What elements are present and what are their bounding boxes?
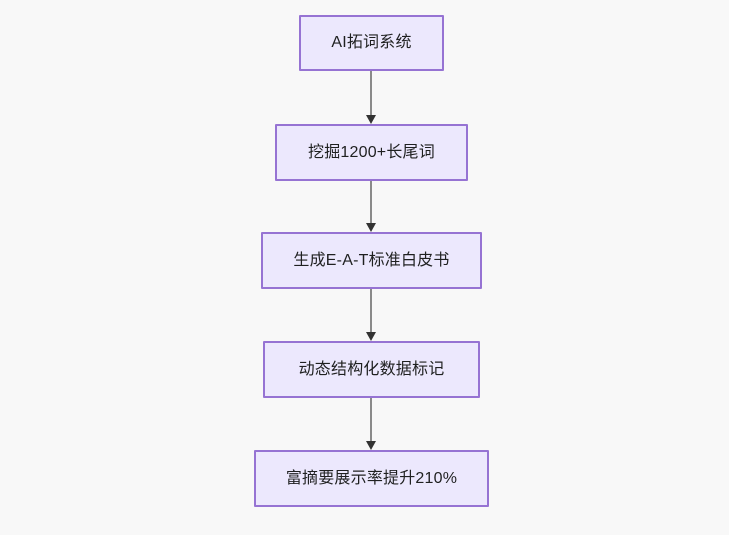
edge-arrowhead-4-5: [365, 441, 376, 450]
edge-connector-4-5: [370, 398, 372, 441]
edge-arrowhead-2-3: [365, 223, 376, 232]
edge-connector-2-3: [370, 181, 372, 223]
flowchart-node-label: 生成E-A-T标准白皮书: [293, 251, 450, 269]
flowchart-node-mine-longtail-keywords[interactable]: 挖掘1200+长尾词: [275, 124, 468, 181]
flowchart-node-ai-keyword-system[interactable]: AI拓词系统: [299, 15, 444, 71]
flowchart-node-label: AI拓词系统: [331, 34, 412, 51]
edge-arrowhead-1-2: [365, 115, 376, 124]
edge-arrowhead-3-4: [365, 332, 376, 341]
flowchart-node-label: 挖掘1200+长尾词: [308, 143, 435, 161]
flowchart-node-dynamic-structured-data-markup[interactable]: 动态结构化数据标记: [263, 341, 480, 398]
flowchart-node-label: 富摘要展示率提升210%: [285, 469, 458, 487]
flowchart-node-rich-snippet-impression-uplift[interactable]: 富摘要展示率提升210%: [254, 450, 489, 507]
flowchart-node-label: 动态结构化数据标记: [298, 360, 445, 378]
flowchart-node-generate-eat-whitepaper[interactable]: 生成E-A-T标准白皮书: [261, 232, 482, 289]
edge-connector-3-4: [370, 289, 372, 332]
edge-connector-1-2: [370, 71, 372, 115]
